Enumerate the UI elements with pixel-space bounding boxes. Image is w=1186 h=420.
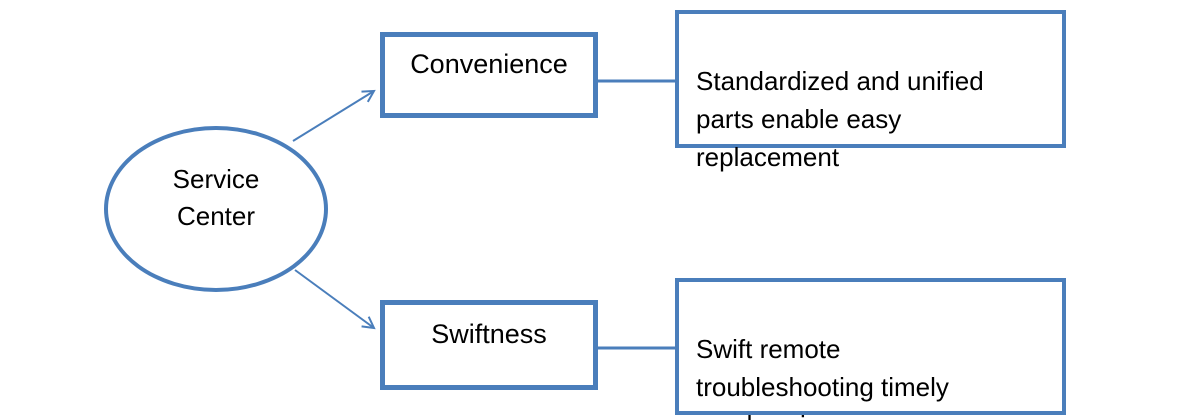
node-swiftness: Swiftness: [380, 300, 598, 390]
root-node-service-center: Service Center: [104, 126, 328, 292]
node-swiftness-label: Swiftness: [431, 319, 547, 349]
description-box-convenience: Standardized and unified parts enable ea…: [675, 10, 1066, 172]
description-box-swiftness: Swift remote troubleshooting timely reso…: [675, 278, 1066, 420]
root-node-label: Service Center: [172, 164, 260, 231]
arrow-root-to-swiftness: [294, 269, 376, 330]
description-convenience-text: Standardized and unified parts enable ea…: [696, 66, 984, 172]
node-convenience-label: Convenience: [410, 49, 568, 79]
node-convenience: Convenience: [380, 32, 598, 118]
arrow-root-to-convenience: [292, 89, 376, 142]
description-swiftness-text: Swift remote troubleshooting timely reso…: [696, 334, 949, 420]
